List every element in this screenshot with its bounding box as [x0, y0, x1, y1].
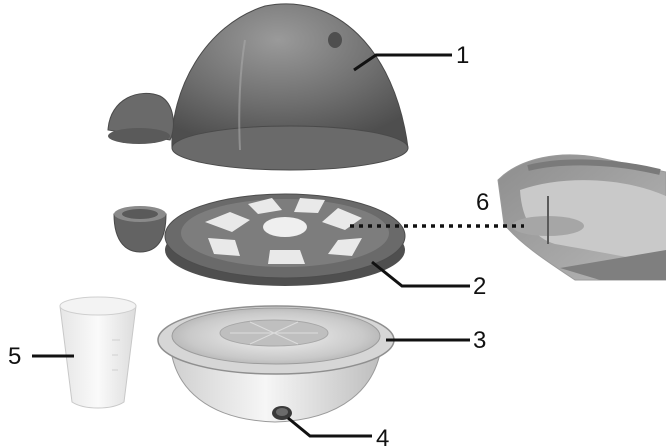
- egg-hole: [328, 238, 362, 256]
- measuring-cup: [59, 296, 137, 409]
- egg-hole: [205, 212, 250, 232]
- callout-leaders: [32, 53, 524, 438]
- callout-label-6: 6: [476, 189, 489, 216]
- lid-handle: [107, 92, 174, 144]
- callout-label-4: 4: [376, 425, 389, 448]
- egg-hole: [263, 217, 307, 237]
- egg-hole: [294, 198, 325, 213]
- egg-tray: [164, 193, 406, 286]
- callout-leader-4: [287, 416, 372, 438]
- callout-label-1: 1: [456, 42, 469, 69]
- steam-vent-icon: [328, 32, 342, 48]
- piercing-pin-detail: [497, 154, 666, 281]
- callout-label-5: 5: [8, 343, 21, 370]
- egg-hole: [208, 238, 240, 256]
- callout-leader-1: [353, 53, 452, 72]
- heating-base: [157, 305, 395, 423]
- power-indicator: [272, 406, 292, 420]
- lid: [171, 3, 409, 171]
- callout-label-2: 2: [473, 273, 486, 300]
- callout-leader-2: [371, 260, 470, 288]
- callout-label-3: 3: [473, 327, 486, 354]
- measuring-cup-tray: [113, 206, 167, 253]
- egg-hole: [248, 198, 282, 214]
- egg-hole: [268, 250, 305, 264]
